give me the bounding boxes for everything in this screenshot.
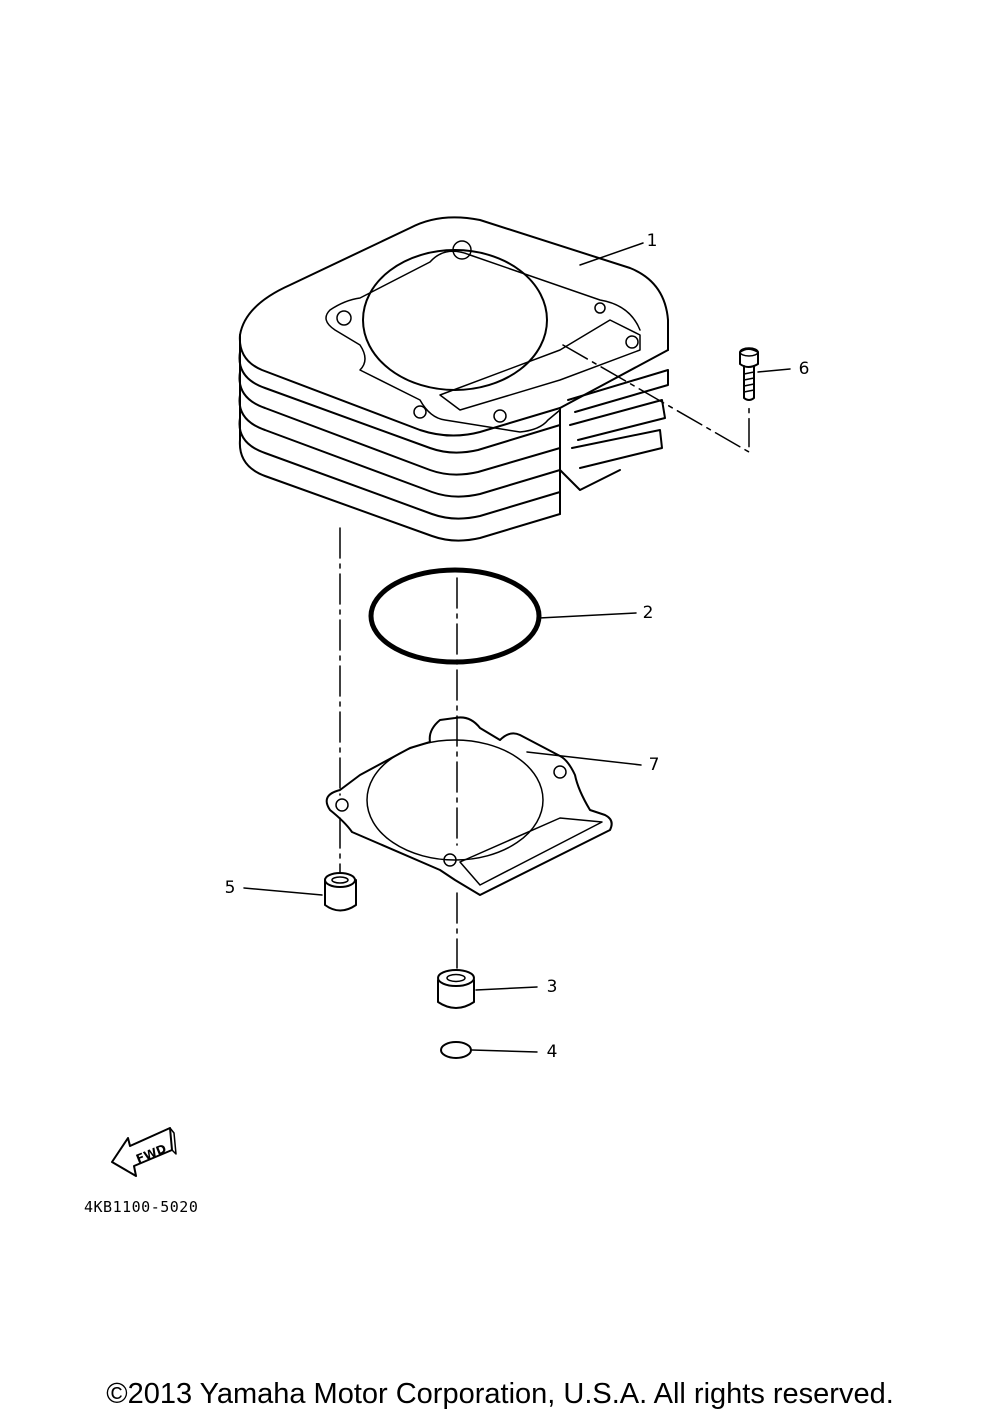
diagram-code: 4KB1100-5020 (84, 1198, 199, 1216)
callout-part-1: 1 (646, 231, 658, 251)
callout-part-2: 2 (642, 603, 654, 623)
dowel-pin-drawing (437, 969, 475, 1009)
assembly-lines (339, 344, 750, 969)
callout-part-5: 5 (224, 878, 236, 898)
o-ring-drawing (368, 567, 542, 665)
fwd-label: FWD (134, 1141, 168, 1166)
callout-part-7: 7 (648, 755, 660, 775)
leader-lines (243, 242, 791, 1053)
bolt-drawing (739, 347, 759, 401)
callout-part-4: 4 (546, 1042, 558, 1062)
callout-part-6: 6 (798, 359, 810, 379)
fwd-arrow-icon: FWD (111, 1127, 177, 1177)
callout-part-3: 3 (546, 977, 558, 997)
small-o-ring-drawing (440, 1041, 472, 1059)
dowel-pin-drawing (324, 872, 357, 912)
copyright-notice: ©2013 Yamaha Motor Corporation, U.S.A. A… (106, 1378, 894, 1410)
base-gasket-drawing (325, 716, 613, 896)
cylinder-drawing (238, 216, 669, 542)
